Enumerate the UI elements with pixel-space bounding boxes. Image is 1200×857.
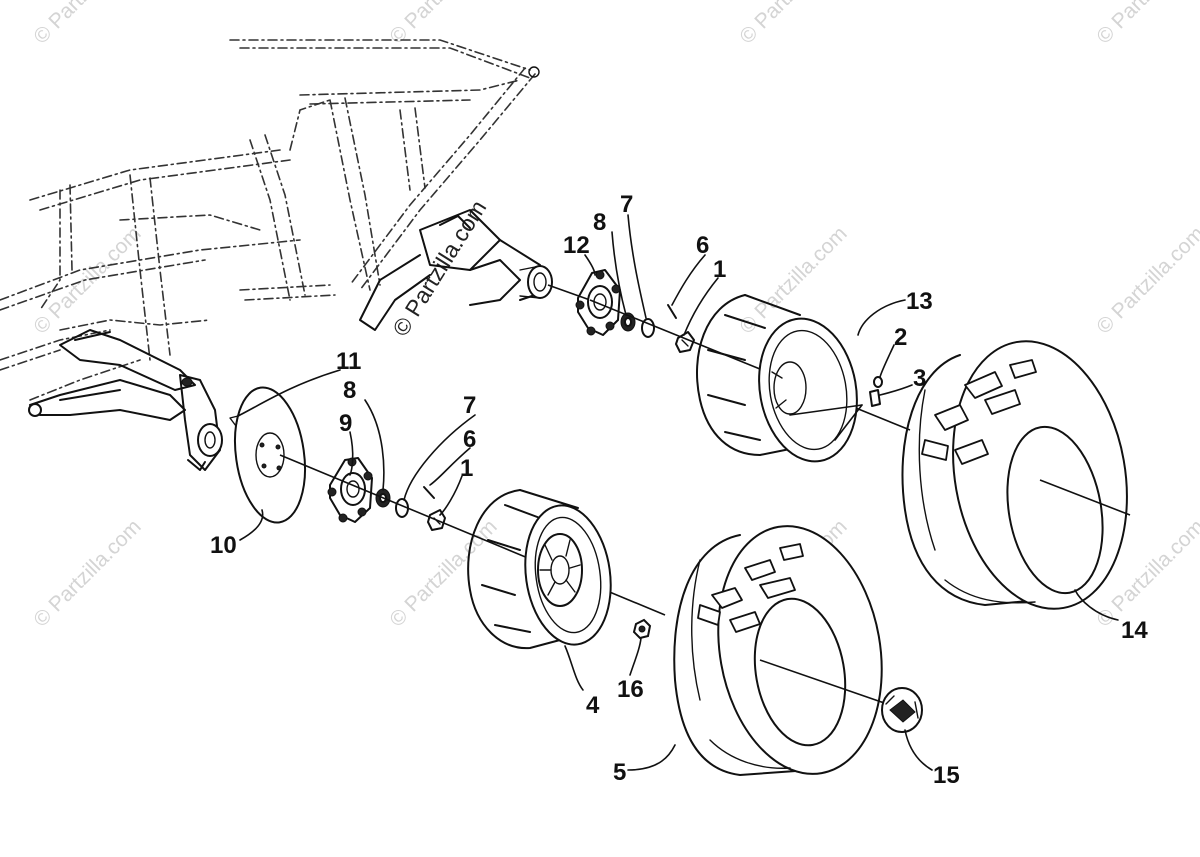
callout-1: 1: [713, 256, 726, 283]
callout-2: 2: [894, 324, 907, 351]
callout-11: 11: [336, 348, 361, 375]
callout-15: 15: [933, 762, 960, 789]
callout-10: 10: [210, 532, 237, 559]
rear-wheel-rim: [696, 294, 858, 463]
front-tire: [673, 525, 883, 776]
callout-6: 6: [463, 426, 476, 453]
front-hub-lower: [327, 457, 373, 523]
callout-labels: 11 8 9 7 6 1 10 4 16 5 15 12 8 7 6 1 13 …: [210, 191, 1148, 789]
callout-3: 3: [913, 365, 926, 392]
callout-1: 1: [460, 455, 473, 482]
callout-16: 16: [617, 676, 644, 703]
axle-line-tire-upper: [1039, 479, 1131, 516]
callout-8: 8: [343, 377, 356, 404]
front-hub-upper: [575, 269, 621, 336]
callout-13: 13: [906, 288, 933, 315]
callout-5: 5: [613, 759, 626, 786]
callout-8: 8: [593, 209, 606, 236]
watermark: © Partzilla.com: [1092, 222, 1200, 338]
vehicle-frame: [0, 39, 540, 401]
callout-7: 7: [620, 191, 633, 218]
watermark: © Partzilla.com: [1092, 0, 1200, 49]
axle-line-tire-lower: [759, 659, 891, 706]
watermark: © Partzilla.com: [29, 222, 145, 338]
watermark: © Partzilla.com: [385, 515, 501, 631]
callout-7: 7: [463, 392, 476, 419]
callout-leaders: [237, 214, 1119, 771]
upper-small-parts: [620, 304, 695, 353]
watermark: © Partzilla.com: [29, 0, 145, 49]
lug-nut: [632, 618, 652, 640]
watermark: © Partzilla.com: [29, 515, 145, 631]
front-suspension-arms: [28, 329, 223, 471]
hub-cap: [881, 687, 923, 733]
callout-6: 6: [696, 232, 709, 259]
rear-tire: [901, 340, 1128, 610]
callout-9: 9: [339, 410, 352, 437]
front-wheel-rim: [467, 489, 612, 650]
callout-12: 12: [563, 232, 590, 259]
rear-suspension-arm: [359, 209, 591, 331]
valve-stem: [789, 376, 883, 441]
brake-disc: [229, 386, 306, 524]
watermark: © Partzilla.com: [735, 0, 851, 49]
callout-4: 4: [586, 692, 600, 719]
callout-14: 14: [1121, 617, 1148, 644]
